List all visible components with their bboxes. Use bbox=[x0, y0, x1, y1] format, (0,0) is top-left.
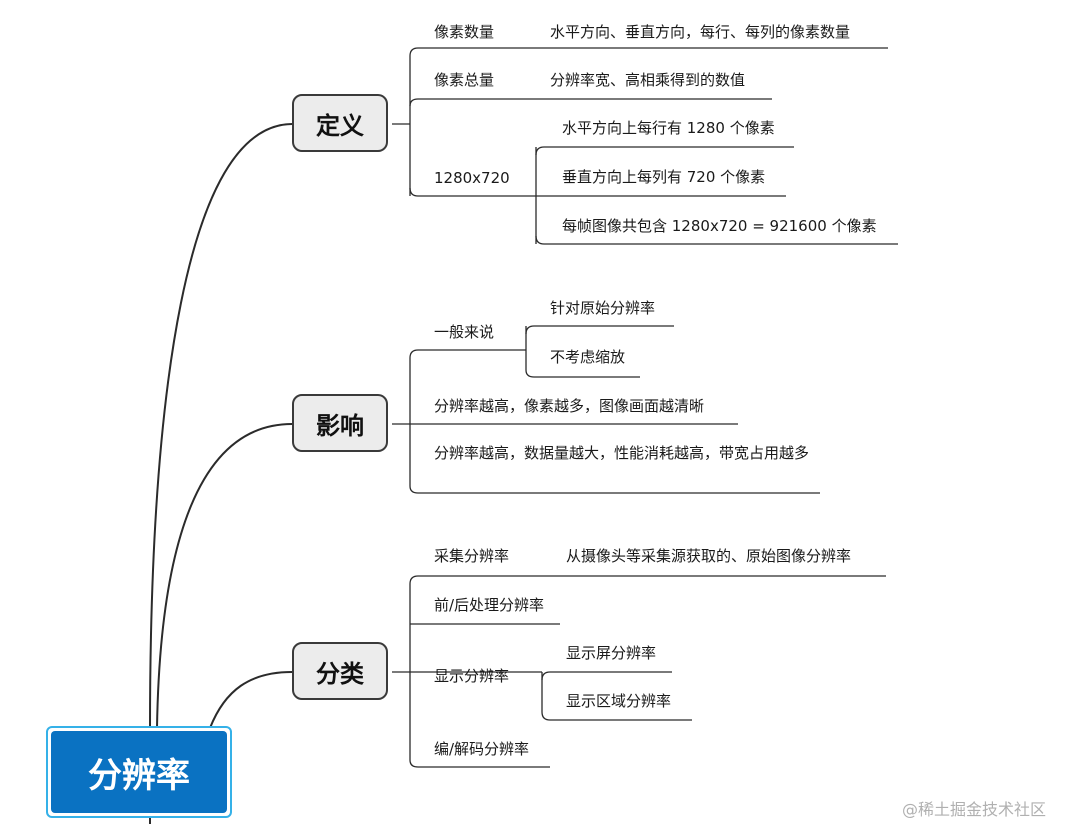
topic-display-resolution[interactable]: 显示分辨率 bbox=[434, 667, 510, 685]
topic-clarity[interactable]: 分辨率越高，像素越多，图像画面越清晰 bbox=[434, 397, 705, 415]
topic-original-resolution[interactable]: 针对原始分辨率 bbox=[550, 299, 656, 317]
topic-codec-resolution[interactable]: 编/解码分辨率 bbox=[434, 740, 530, 758]
topic-processing-resolution[interactable]: 前/后处理分辨率 bbox=[434, 596, 545, 614]
topic-cost[interactable]: 分辨率越高，数据量越大，性能消耗越高，带宽占用越多 bbox=[434, 444, 810, 462]
topic-no-scaling[interactable]: 不考虑缩放 bbox=[550, 348, 626, 366]
central-topic[interactable]: 分辨率 bbox=[46, 726, 232, 818]
topic-example-vertical[interactable]: 垂直方向上每列有 720 个像素 bbox=[562, 168, 766, 186]
topic-example-horizontal[interactable]: 水平方向上每行有 1280 个像素 bbox=[562, 119, 775, 137]
topic-example-total[interactable]: 每帧图像共包含 1280x720 = 921600 个像素 bbox=[562, 217, 877, 235]
topic-pixel-count-desc[interactable]: 水平方向、垂直方向，每行、每列的像素数量 bbox=[550, 23, 851, 41]
connector-root-impact bbox=[156, 423, 293, 729]
topic-capture-desc[interactable]: 从摄像头等采集源获取的、原始图像分辨率 bbox=[566, 547, 852, 565]
topic-pixel-total[interactable]: 像素总量 bbox=[434, 71, 495, 89]
topic-generally[interactable]: 一般来说 bbox=[434, 323, 495, 341]
connector-root-classification bbox=[209, 671, 293, 729]
branch-impact[interactable]: 影响 bbox=[292, 394, 388, 452]
watermark: @稀土掘金技术社区 bbox=[902, 800, 1047, 819]
cut-off-topic bbox=[430, 812, 622, 824]
branch-classification[interactable]: 分类 bbox=[292, 642, 388, 700]
topic-pixel-total-desc[interactable]: 分辨率宽、高相乘得到的数值 bbox=[550, 71, 746, 89]
topic-area-resolution[interactable]: 显示区域分辨率 bbox=[566, 692, 672, 710]
branch-definition[interactable]: 定义 bbox=[292, 94, 388, 152]
topic-capture-resolution[interactable]: 采集分辨率 bbox=[434, 547, 510, 565]
topic-pixel-count[interactable]: 像素数量 bbox=[434, 23, 495, 41]
connector-root-definition bbox=[149, 123, 293, 729]
central-topic-label: 分辨率 bbox=[51, 731, 227, 813]
topic-example-resolution[interactable]: 1280x720 bbox=[434, 169, 510, 187]
topic-screen-resolution[interactable]: 显示屏分辨率 bbox=[566, 644, 657, 662]
